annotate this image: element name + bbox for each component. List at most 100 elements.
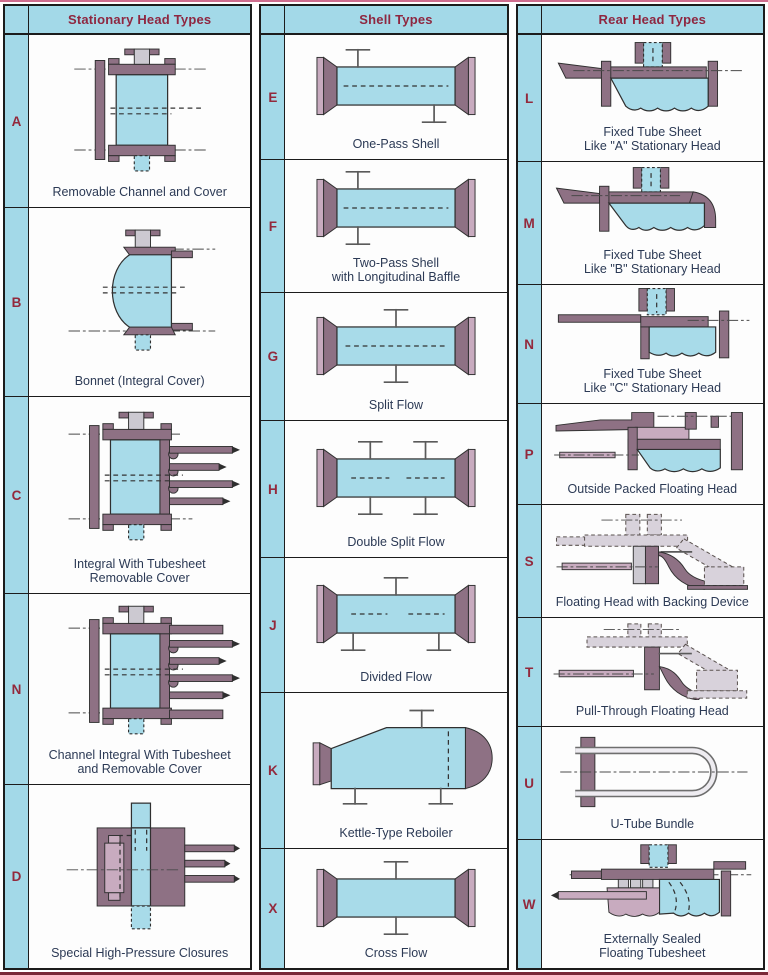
caption-line: Fixed Tube Sheet [603,366,702,381]
type-letter: K [261,693,286,848]
type-letter: C [5,397,29,593]
row-w: W [517,840,763,969]
row-b: B [5,208,251,397]
column-header: Rear Head Types [517,6,763,35]
caption-line: Channel Integral With Tubesheet [48,747,231,762]
type-letter: G [261,293,286,420]
type-letter: N [5,594,29,784]
caption: One-Pass Shell [349,137,444,159]
row-content: Divided Flow [285,558,507,692]
type-letter: B [5,208,29,396]
row-c: C [5,397,251,594]
type-letter: S [517,505,542,617]
row-content: Outside Packed Floating Head [541,404,763,504]
row-j: J Divided Flow [261,558,507,693]
diagram-two-pass-shell [285,160,506,256]
row-h: H Double Split Fl [261,421,507,558]
diagram-u-tube-bundle [542,727,763,817]
row-content: Split Flow [285,293,507,420]
row-e: E One-Pass Shell [261,35,507,160]
row-content: Double Split Flow [285,421,507,557]
type-letter: L [517,35,542,161]
row-l: L Fixed Tube Shee [517,35,763,162]
caption-line: Fixed Tube Sheet [603,247,702,262]
caption: Floating Head with Backing Device [552,595,753,617]
caption: Kettle-Type Reboiler [335,826,456,848]
row-n-front: N [5,594,251,785]
header-strip [261,6,286,33]
caption-line: with Longitudinal Baffle [331,270,461,285]
caption-line: U-Tube Bundle [610,817,695,832]
caption: Channel Integral With Tubesheet and Remo… [45,748,235,785]
row-content: One-Pass Shell [285,35,507,159]
diagram-channel-integral-with-tubesheet [29,594,250,748]
diagram-outside-packed-floating-head [542,404,763,482]
row-a: A [5,35,251,208]
caption-line: and Removable Cover [77,762,202,777]
row-g: G Split Flow [261,293,507,421]
caption: Removable Channel and Cover [48,185,230,207]
row-x: X Cross Flow [261,849,507,968]
row-k: K Kettle-Type Reboiler [261,693,507,849]
diagram-fixed-tubesheet-b [542,162,763,248]
caption-line: Double Split Flow [347,535,445,550]
caption: Integral With Tubesheet Removable Cover [70,557,210,594]
column-header: Shell Types [261,6,507,35]
diagram-divided-flow [285,558,506,670]
caption-line: Floating Head with Backing Device [555,595,749,610]
caption: Divided Flow [356,670,436,692]
caption-line: Floating Tubesheet [599,946,706,961]
type-letter: P [517,404,542,504]
caption: Double Split Flow [343,535,448,557]
caption-line: Outside Packed Floating Head [567,482,738,497]
row-m: M Fixed Tube Shee [517,162,763,285]
diagram-bonnet-integral-cover [29,208,250,374]
diagram-split-flow [285,293,506,398]
diagram-fixed-tubesheet-c [542,285,763,367]
caption: Pull-Through Floating Head [572,704,733,726]
type-letter: D [5,785,29,968]
type-letter: U [517,727,542,839]
row-content: U-Tube Bundle [541,727,763,839]
diagram-removable-channel-and-cover [29,35,250,185]
caption-line: Split Flow [368,398,424,413]
caption-line: Kettle-Type Reboiler [339,826,453,841]
row-content: Two-Pass Shell with Longitudinal Baffle [285,160,507,292]
row-content: Fixed Tube Sheet Like "B" Stationary Hea… [541,162,763,284]
type-letter: J [261,558,286,692]
caption-line: Removable Channel and Cover [52,185,227,200]
diagram-one-pass-shell [285,35,506,137]
column-header: Stationary Head Types [5,6,251,35]
row-content: Removable Channel and Cover [29,35,251,207]
caption: Fixed Tube Sheet Like "A" Stationary Hea… [580,125,725,162]
caption-line: Like "A" Stationary Head [583,139,721,154]
type-letter: M [517,162,542,284]
caption-line: Bonnet (Integral Cover) [74,374,205,389]
caption: Split Flow [365,398,427,420]
row-content: Cross Flow [285,849,507,968]
diagram-double-split-flow [285,421,506,535]
diagram-special-high-pressure-closures [29,785,250,946]
row-f: F Two-Pass Shell with Longitudinal Baffl… [261,160,507,293]
header-strip [5,6,29,33]
row-content: Bonnet (Integral Cover) [29,208,251,396]
row-content: Fixed Tube Sheet Like "C" Stationary Hea… [541,285,763,403]
column-title: Shell Types [359,12,433,27]
row-d: D [5,785,251,968]
caption: Externally Sealed Floating Tubesheet [595,932,709,969]
type-letter: T [517,618,542,726]
type-letter: X [261,849,286,968]
caption-line: Removable Cover [89,571,190,586]
column-stationary-head-types: Stationary Head Types A [3,4,253,970]
row-n-rear: N Fixed Tube Shee [517,285,763,404]
row-t: T [517,618,763,727]
column-rear-head-types: Rear Head Types L [515,4,765,970]
diagram-kettle-type-reboiler [285,693,506,826]
caption-line: Cross Flow [364,946,428,961]
row-content: Fixed Tube Sheet Like "A" Stationary Hea… [541,35,763,162]
row-content: Externally Sealed Floating Tubesheet [541,840,763,969]
type-letter: E [261,35,286,159]
caption: U-Tube Bundle [607,817,699,839]
type-letter: H [261,421,286,557]
